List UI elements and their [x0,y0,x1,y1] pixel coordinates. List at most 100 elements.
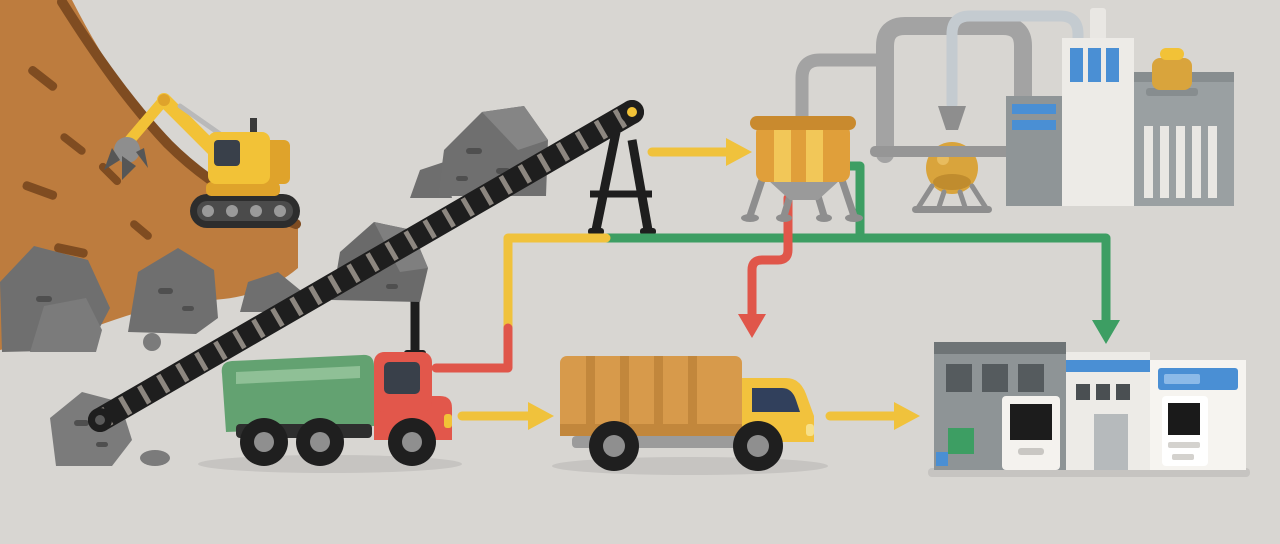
hopper-foot [816,214,832,222]
pot-leg [969,183,989,211]
track-belt [197,201,293,221]
rock-small [140,450,170,466]
factory-block-left [1006,96,1062,206]
store-accent [936,452,948,466]
track-wheel [202,205,214,217]
support-foot [588,228,604,235]
tower-window [1088,48,1101,82]
track-wheel [274,205,286,217]
red-flow-line [747,193,793,321]
wheel-hub [254,432,274,452]
hopper-pipe [795,53,885,133]
store-window [1018,364,1044,392]
pot-shade [933,174,971,190]
vending-buttons [1168,442,1200,448]
store-middle-band [1066,360,1150,372]
hopper-leg [746,176,766,220]
hopper [741,116,863,222]
vending-slot [1172,454,1194,460]
headlight [444,414,452,428]
rock [30,298,102,352]
wheel-hub [603,435,625,457]
grille-bar [1208,126,1217,198]
atm-slot [1018,448,1044,455]
headlight [806,424,814,436]
cargo-stripe [688,356,697,436]
cliff-streak [22,181,58,200]
grille-bar [1160,126,1169,198]
hopper-body [756,124,850,182]
cab-window [752,388,800,412]
cargo-stripe [586,356,595,436]
wheel-hub [310,432,330,452]
green-arrowhead [1092,320,1120,344]
conveyor [88,100,656,432]
pipe-network [795,10,1084,163]
rock-speckle [96,442,108,447]
roof-tank [1152,58,1192,90]
hopper-foot [845,214,863,222]
rock-speckle [36,296,52,302]
rock-speckle [456,176,468,181]
wheel-hub [747,435,769,457]
store-window [982,364,1008,392]
wheel-hub [402,432,422,452]
tail-pulley-hub [95,415,105,425]
rock-speckle [182,306,194,311]
cliff-streak [98,162,122,186]
cargo-truck [560,356,814,471]
cargo-to-stores-arrow [825,402,920,430]
rock-speckle [386,284,398,289]
store-door [1094,414,1128,470]
excavator-stick [124,94,170,146]
claw-tine [104,148,120,170]
track-wheel [250,205,262,217]
factory-window-bar [1012,104,1056,114]
cab-window [214,140,240,166]
cliff-streak [28,65,58,91]
cargo-stripe [620,356,629,436]
hopper-stripe [774,124,791,182]
cliff-streak [130,220,152,240]
red-branch-line [431,323,513,373]
feed-funnel [938,106,966,130]
cliff-streak [54,243,88,258]
store-left-roof [934,342,1066,354]
factory [1006,8,1234,206]
claw-tine [136,148,148,168]
yellow-branch-line [503,233,611,335]
head-pulley-hub [627,107,637,117]
yellow-arrowhead [894,402,920,430]
factory-window-bar [1012,120,1056,130]
rock-speckle [466,148,482,154]
cargo-bottom-band [560,424,742,436]
red-arrowhead [738,314,766,338]
support-leg [627,139,653,231]
rock-speckle [158,288,173,294]
factory-chimney [1090,8,1106,40]
tower-window [1070,48,1083,82]
buildings-shadow [928,468,1250,477]
exhaust-pipe [250,118,257,134]
rock-speckle [74,420,89,426]
cliff-streak [60,133,86,155]
excavator [104,93,300,228]
cab-window [384,362,420,394]
tower-window [1106,48,1119,82]
light-pipe [946,10,1084,110]
hopper-funnel [768,180,840,200]
rock-small [143,333,161,351]
grab-claw [114,137,140,163]
store-window-small [1076,384,1090,400]
claw-tine [122,156,136,180]
hopper-foot [776,214,792,222]
dump-truck [221,352,452,466]
dump-bed-stripe [236,366,360,384]
dump-to-cargo-arrow [457,402,554,430]
hopper-rim [750,116,856,130]
yellow-arrowhead [726,138,752,166]
cargo-stripe [654,356,663,436]
store-window-small [1096,384,1110,400]
store-window [946,364,972,392]
